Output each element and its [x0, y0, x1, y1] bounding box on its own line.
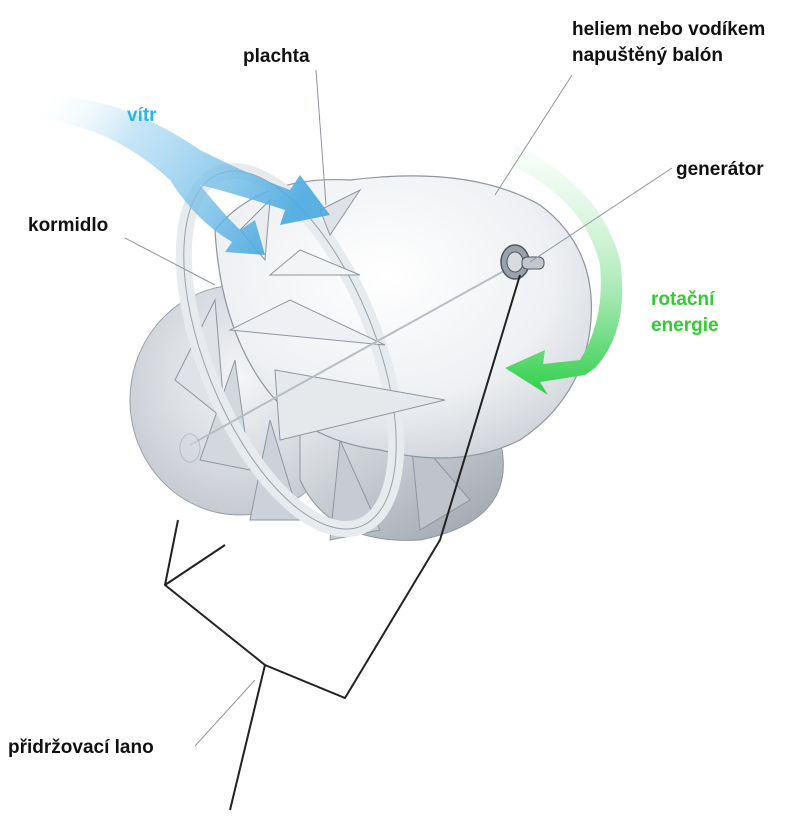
balloon-label-line1: heliem nebo vodíkem: [572, 17, 765, 43]
rope-label: přidržovací lano: [8, 735, 154, 761]
balloon-label-line2: napuštěný balón: [572, 43, 723, 69]
rudder-label: kormidlo: [28, 213, 108, 239]
wind-label: vítr: [127, 103, 157, 129]
generator-label: generátor: [676, 157, 764, 183]
rear-generator: [180, 434, 200, 462]
rotation-label-line2: energie: [651, 313, 719, 339]
sail-label: plachta: [243, 44, 310, 70]
rotation-label-line1: rotační: [651, 287, 714, 313]
